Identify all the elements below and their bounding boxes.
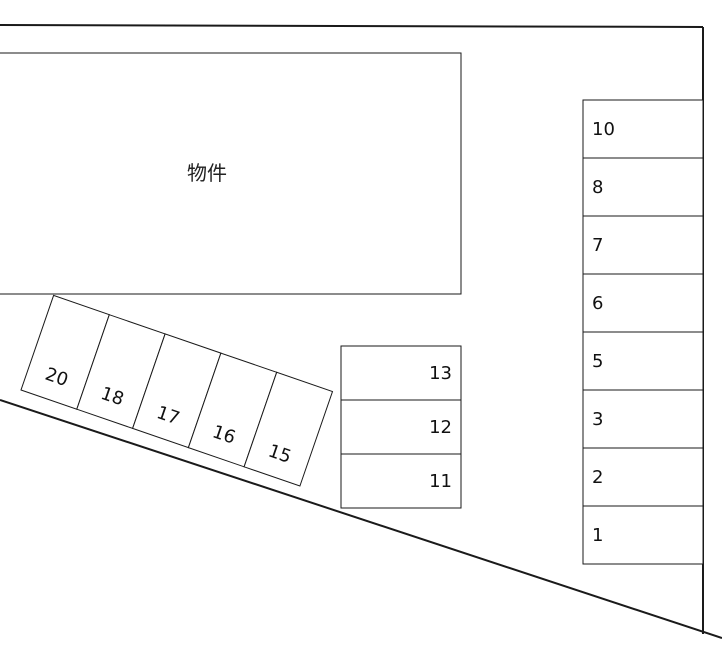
parking-stall: 6: [582, 273, 704, 333]
stall-outline: [582, 157, 704, 217]
stall-outline: [582, 273, 704, 333]
stall-outline: [582, 215, 704, 275]
stall-number: 5: [592, 351, 603, 372]
stall-outline: [243, 371, 334, 487]
stall-number: 12: [429, 417, 452, 438]
stall-outline: [582, 505, 704, 565]
stall-outline: [582, 331, 704, 391]
parking-stall: 20: [20, 294, 110, 410]
stall-number: 2: [592, 467, 603, 488]
building: 物件: [0, 52, 462, 295]
parking-stall: 10: [582, 99, 704, 159]
parking-stall: 1: [582, 505, 704, 565]
stall-number: 8: [592, 177, 603, 198]
stall-number: 1: [592, 525, 603, 546]
stall-number: 3: [592, 409, 603, 430]
parking-stall: 8: [582, 157, 704, 217]
building-label: 物件: [187, 161, 227, 185]
stall-number: 7: [592, 235, 603, 256]
parking-stall: 13: [340, 345, 462, 401]
stall-number: 6: [592, 293, 603, 314]
parking-stall: 7: [582, 215, 704, 275]
lot-boundary-top: [0, 24, 704, 28]
stall-number: 13: [429, 363, 452, 384]
parking-stall: 5: [582, 331, 704, 391]
stall-outline: [582, 99, 704, 159]
lot-boundary-diagonal: [0, 399, 722, 639]
right-column-stalls: 10 8 7 6 5 3 2 1: [582, 99, 704, 565]
parking-stall: 15: [243, 371, 334, 487]
stall-outline: [582, 447, 704, 507]
parking-stall: 3: [582, 389, 704, 449]
parking-stall: 11: [340, 453, 462, 509]
parking-stall: 12: [340, 399, 462, 455]
parking-stall: 2: [582, 447, 704, 507]
stall-outline: [340, 399, 462, 455]
middle-column-stalls: 13 12 11: [340, 345, 462, 509]
stall-outline: [340, 453, 462, 509]
stall-number: 11: [429, 471, 452, 492]
building-outline: [0, 52, 462, 295]
stall-number: 10: [592, 119, 615, 140]
stall-outline: [582, 389, 704, 449]
